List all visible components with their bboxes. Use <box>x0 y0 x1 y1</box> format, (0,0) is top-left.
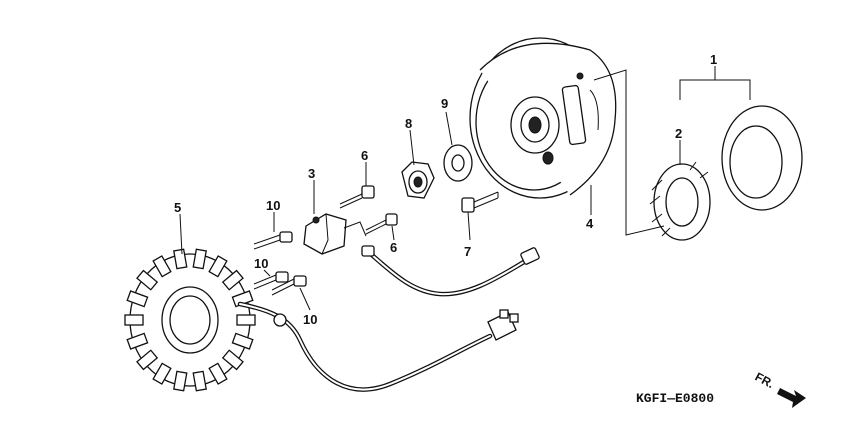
leader-lines <box>179 66 751 311</box>
stator-tooth <box>221 349 244 371</box>
stator-tooth <box>192 370 207 392</box>
callout-3: 3 <box>308 166 315 181</box>
callout-2: 2 <box>675 126 682 141</box>
stator-coil <box>124 248 256 392</box>
stator-bolt-middle <box>253 271 289 290</box>
pulser-wire-harness <box>361 245 527 297</box>
bolt-7 <box>461 191 499 213</box>
stator-tooth <box>208 362 228 385</box>
stator-tooth <box>126 332 149 350</box>
stator-tooth <box>192 248 207 270</box>
stator-connector <box>487 309 519 341</box>
pulser-generator <box>303 213 367 255</box>
stator-tooth <box>173 370 188 392</box>
stator-tooth <box>136 269 159 291</box>
front-direction-arrow: FR. <box>753 370 806 408</box>
callout-6-lower: 6 <box>390 240 397 255</box>
bolt-6a <box>339 185 375 209</box>
bolt-6b <box>365 213 398 235</box>
stator-wire-harness <box>237 301 493 392</box>
stator-tooth <box>173 248 188 270</box>
starter-clutch <box>649 161 711 241</box>
callout-10-lower: 10 <box>303 312 317 327</box>
stator-tooth <box>236 314 256 326</box>
callout-7: 7 <box>464 244 471 259</box>
callout-5: 5 <box>174 200 181 215</box>
direction-label: FR. <box>753 370 777 391</box>
stator-tooth <box>126 290 149 308</box>
stator-bolt-lower <box>271 275 307 296</box>
starter-clutch-outer <box>721 105 803 211</box>
callout-4: 4 <box>586 216 594 231</box>
flywheel-nut <box>401 161 435 199</box>
stator-tooth <box>124 314 144 326</box>
stator-bolt-upper <box>253 231 293 250</box>
pulser-connector <box>520 247 540 265</box>
stator-tooth <box>231 332 254 350</box>
callout-6-upper: 6 <box>361 148 368 163</box>
stator-tooth <box>221 269 244 291</box>
callout-10-upper: 10 <box>266 198 280 213</box>
stator-tooth <box>136 349 159 371</box>
stator-tooth <box>208 255 228 278</box>
callout-1: 1 <box>710 52 717 67</box>
callout-labels: 1 2 3 4 5 6 6 7 8 9 10 10 10 <box>174 52 717 327</box>
callout-9: 9 <box>441 96 448 111</box>
washer-hole <box>451 154 465 172</box>
stator-tooth <box>152 255 172 278</box>
callout-8: 8 <box>405 116 412 131</box>
stator-tooth <box>152 362 172 385</box>
callout-10-middle: 10 <box>254 256 268 271</box>
diagram-code: KGFI—E0800 <box>636 391 714 406</box>
flywheel-rotor <box>469 37 617 199</box>
